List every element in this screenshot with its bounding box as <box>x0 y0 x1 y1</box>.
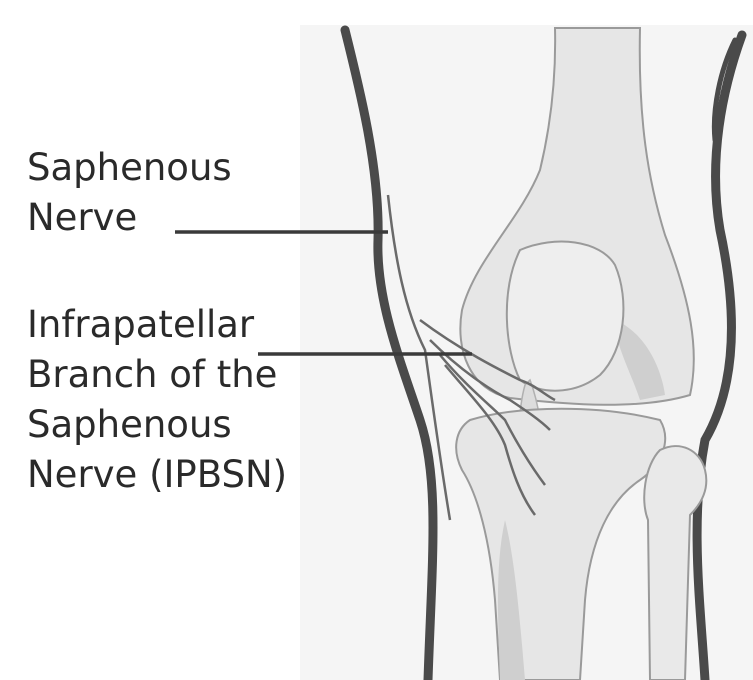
label-line: Nerve <box>27 193 232 243</box>
saphenous-nerve-label: Saphenous Nerve <box>27 143 232 243</box>
label-line: Infrapatellar <box>27 300 287 350</box>
label-line: Nerve (IPBSN) <box>27 450 287 500</box>
ipbsn-label: Infrapatellar Branch of the Saphenous Ne… <box>27 300 287 500</box>
label-line: Saphenous <box>27 143 232 193</box>
patella <box>507 242 624 391</box>
label-line: Branch of the <box>27 350 287 400</box>
label-line: Saphenous <box>27 400 287 450</box>
